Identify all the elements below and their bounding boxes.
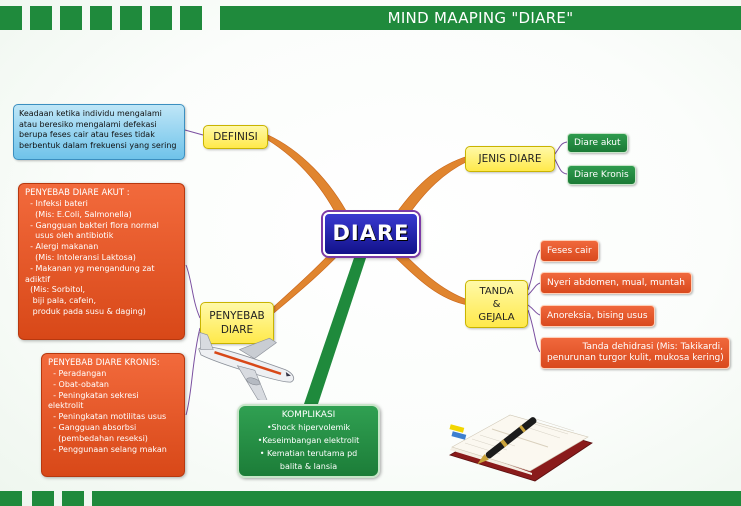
notebook-pen-illustration xyxy=(449,414,593,482)
penyebab-kronis-item: - Peradangan xyxy=(48,369,107,378)
penyebab-akut-item: produk pada susu & daging) xyxy=(25,306,146,316)
penyebab-kronis-item: - Obat-obatan xyxy=(48,379,109,389)
nyeri-abdomen-node[interactable]: Nyeri abdomen, mual, muntah xyxy=(540,272,692,294)
airplane-illustration xyxy=(198,332,295,400)
central-topic-node[interactable]: DIARE xyxy=(323,212,419,256)
link-penyebab-akut xyxy=(185,264,201,319)
header-square xyxy=(150,6,172,30)
penyebab-akut-item: biji pala, cafein, xyxy=(25,296,96,306)
penyebab-kronis-item: elektrolit xyxy=(48,401,84,411)
komplikasi-item: balita & lansia xyxy=(279,462,338,471)
penyebab-akut-item: - Makanan yg mengandung zat xyxy=(25,263,155,273)
komplikasi-item: • Kematian terutama pd xyxy=(259,449,358,458)
anoreksia-node[interactable]: Anoreksia, bising usus xyxy=(540,305,655,327)
penyebab-kronis-title: PENYEBAB DIARE KRONIS: xyxy=(48,358,160,368)
notebook-left-page xyxy=(450,447,532,475)
tanda-line-1: TANDA xyxy=(479,286,514,297)
bookmark-yellow xyxy=(449,424,465,433)
footer-bar xyxy=(92,491,741,506)
penyebab-kronis-list: - Peradangan - Obat-obatan - Peningkatan… xyxy=(48,369,178,455)
airplane-stripe xyxy=(214,350,282,376)
penyebab-akut-item: - Infeksi bateri xyxy=(25,199,88,208)
penyebab-kronis-item: - Penggunaan selang makan xyxy=(48,444,167,454)
dehidrasi-line-1: Tanda dehidrasi (Mis: Takikardi, xyxy=(582,342,723,352)
definisi-description-box: Keadaan ketika individu mengalami atau b… xyxy=(13,104,185,160)
header-square xyxy=(180,6,202,30)
airplane-cockpit xyxy=(285,371,291,377)
header-square xyxy=(90,6,112,30)
penyebab-kronis-box: PENYEBAB DIARE KRONIS: - Peradangan - Ob… xyxy=(41,353,185,477)
komplikasi-item: •Shock hipervolemik xyxy=(266,423,351,432)
penyebab-kronis-item: (pembedahan reseksi) xyxy=(48,433,148,443)
airplane-wing-back xyxy=(238,337,277,359)
tanda-line-3: GEJALA xyxy=(478,312,515,323)
penyebab-kronis-item: - Gangguan absorbsi xyxy=(48,422,137,432)
fountain-pen xyxy=(477,417,537,465)
penyebab-akut-box: PENYEBAB DIARE AKUT : - Infeksi bateri (… xyxy=(18,183,185,340)
footer-square xyxy=(62,491,84,506)
link-jenis-akut xyxy=(553,141,568,156)
definisi-node[interactable]: DEFINISI xyxy=(203,125,268,149)
komplikasi-box: KOMPLIKASI •Shock hipervolemik •Keseimban… xyxy=(237,404,380,478)
penyebab-line-2: DIARE xyxy=(220,324,254,336)
branch-definisi xyxy=(267,134,351,223)
branch-jenis xyxy=(394,155,469,221)
notebook-spine xyxy=(491,428,549,448)
penyebab-akut-item: usus oleh antibiotik xyxy=(25,231,114,241)
penyebab-kronis-item: - Peningkatan motilitas usus xyxy=(48,412,167,422)
penyebab-kronis-item: - Peningkatan sekresi xyxy=(48,390,139,400)
bookmark-blue xyxy=(451,431,467,440)
diare-akut-node[interactable]: Diare akut xyxy=(567,133,628,153)
penyebab-akut-title: PENYEBAB DIARE AKUT : xyxy=(25,188,130,198)
komplikasi-list: •Shock hipervolemik •Keseimbangan elektro… xyxy=(242,421,375,473)
penyebab-akut-item: adiktif xyxy=(25,274,51,284)
dehidrasi-line-2: penurunan turgor kulit, mukosa kering) xyxy=(547,353,724,363)
link-definisi-box xyxy=(184,129,204,136)
tanda-line-2: & xyxy=(492,299,501,310)
header-square xyxy=(60,6,82,30)
page-title: MIND MAAPING "DIARE" xyxy=(220,6,741,30)
header-square xyxy=(30,6,52,30)
branch-komplikasi xyxy=(304,252,368,404)
penyebab-akut-item: - Gangguan bakteri flora normal xyxy=(25,220,159,230)
link-penyebab-kronis xyxy=(185,327,201,416)
jenis-diare-node[interactable]: JENIS DIARE xyxy=(465,146,555,172)
link-tanda-2 xyxy=(527,282,541,296)
notebook-pages xyxy=(451,414,589,472)
penyebab-akut-list: - Infeksi bateri (Mis: E.Coli, Salmonell… xyxy=(25,199,178,318)
link-tanda-3 xyxy=(527,304,541,316)
tanda-gejala-node[interactable]: TANDA & GEJALA xyxy=(465,280,528,328)
penyebab-akut-item: (Mis: Sorbitol, xyxy=(25,285,86,295)
link-jenis-kronis xyxy=(553,157,568,175)
link-tanda-4 xyxy=(527,309,541,353)
tanda-dehidrasi-node[interactable]: Tanda dehidrasi (Mis: Takikardi, penurun… xyxy=(540,337,730,369)
penyebab-akut-item: (Mis: Intoleransi Laktosa) xyxy=(25,252,136,262)
penyebab-diare-node[interactable]: PENYEBAB DIARE xyxy=(200,302,274,344)
link-tanda-1 xyxy=(527,249,541,291)
komplikasi-title: KOMPLIKASI xyxy=(281,410,336,420)
penyebab-akut-item: - Alergi makanan xyxy=(25,242,99,252)
footer-square xyxy=(0,491,22,506)
penyebab-akut-item: (Mis: E.Coli, Salmonella) xyxy=(25,209,132,219)
airplane-tail xyxy=(199,332,214,350)
header-square xyxy=(0,6,22,30)
diare-kronis-node[interactable]: Diare Kronis xyxy=(567,165,636,185)
footer-square xyxy=(32,491,54,506)
penyebab-line-1: PENYEBAB xyxy=(209,310,265,322)
feses-cair-node[interactable]: Feses cair xyxy=(540,240,599,262)
airplane-engine xyxy=(246,377,261,386)
header-square xyxy=(120,6,142,30)
komplikasi-item: •Keseimbangan elektrolit xyxy=(257,436,360,445)
